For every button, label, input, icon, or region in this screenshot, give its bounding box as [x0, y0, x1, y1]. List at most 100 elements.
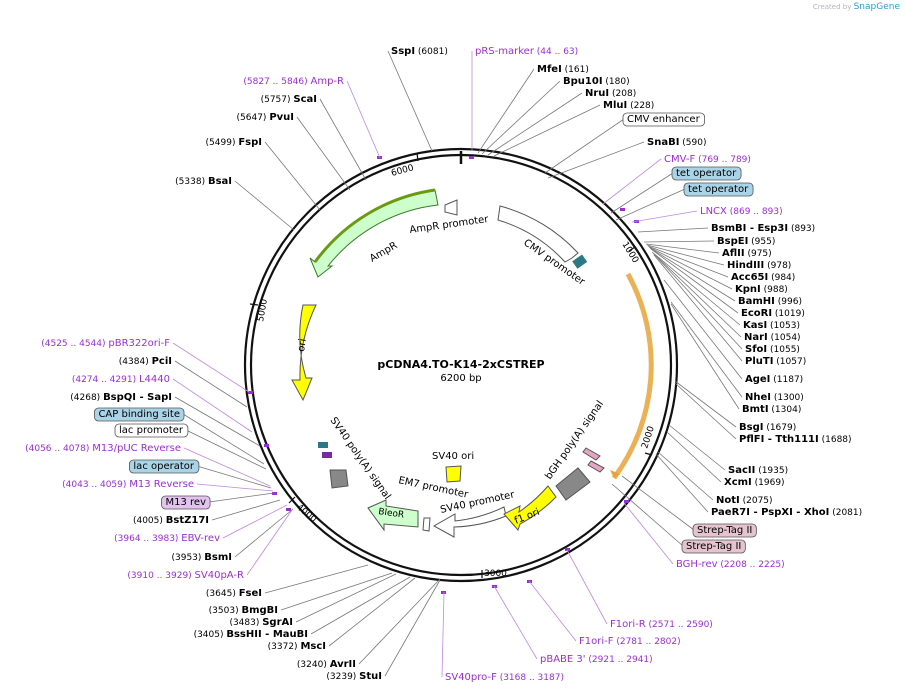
annotation-name: tet operator — [676, 168, 737, 179]
site-annotation: (4274 .. 4291) L4440 — [72, 374, 170, 385]
annotation-name: Acc65I — [731, 272, 768, 283]
leader-line — [566, 549, 608, 625]
site-annotation: PaeR7I - PspXI - XhoI (2081) — [711, 507, 862, 518]
annotation-name: BGH-rev — [676, 559, 718, 570]
ring-tick-label: 1000 — [619, 240, 640, 265]
annotation-name: StuI — [359, 671, 382, 682]
leader-line — [310, 576, 411, 635]
site-annotation: lac promoter — [114, 423, 189, 438]
leader-line — [328, 577, 416, 647]
leader-line — [650, 248, 739, 314]
ring-tick-label: 5000 — [256, 298, 270, 323]
leader-line — [296, 116, 351, 191]
leader-line — [647, 245, 729, 278]
annotation-name: NruI — [585, 88, 609, 99]
leader-line — [208, 492, 275, 503]
annotation-pos: (208) — [609, 89, 636, 99]
ring-tick-label: 3000 — [484, 569, 507, 579]
enzyme-label: SnaBI (590) — [647, 137, 706, 148]
leader-line — [477, 68, 535, 154]
site-annotation: CMV enhancer — [622, 112, 705, 127]
annotation-pos: (1969) — [752, 478, 785, 488]
primer-label: pBABE 3' (2921 .. 2941) — [540, 654, 653, 665]
enzyme-label: (3483) SgrAI — [229, 617, 293, 628]
site-annotation: BGH-rev (2208 .. 2225) — [676, 559, 785, 570]
feature-box-label: lac promoter — [119, 425, 184, 436]
enzyme-label: (4268) BspQI - SapI — [70, 392, 172, 403]
site-annotation: (4043 .. 4059) M13 Reverse — [62, 479, 194, 490]
annotation-pos: (1053) — [767, 321, 800, 331]
primer-label: (3964 .. 3983) EBV-rev — [114, 533, 220, 544]
site-annotation: (3910 .. 3929) SV40pA-R — [127, 570, 244, 581]
leader-line — [602, 158, 662, 205]
leader-line — [222, 504, 288, 539]
site-annotation: pBABE 3' (2921 .. 2941) — [540, 654, 653, 665]
enzyme-label: BmtI (1304) — [742, 404, 801, 415]
annotation-name: BssHII — [226, 629, 261, 640]
site-annotation: Strep-Tag II — [692, 523, 757, 538]
site-annotation: LNCX (869 .. 893) — [700, 206, 783, 217]
leader-line — [211, 499, 281, 521]
site-annotation: MluI (228) — [603, 100, 654, 111]
annotation-name: PciI — [152, 356, 172, 367]
annotation-pos: (1019) — [772, 309, 805, 319]
leader-line — [234, 508, 294, 558]
leader-line — [280, 572, 393, 611]
leader-line — [645, 243, 720, 254]
feature-label: AmpR promoter — [409, 214, 490, 236]
annotation-name: M13 rev — [166, 497, 207, 508]
annotation-range: (769 .. 789) — [695, 155, 751, 165]
enzyme-label: NarI (1054) — [744, 332, 801, 343]
site-annotation: KasI (1053) — [743, 320, 800, 331]
site-annotation: SfoI (1055) — [745, 344, 800, 355]
leader-line — [646, 244, 725, 266]
primer-label: LNCX (869 .. 893) — [700, 206, 783, 217]
site-annotation: SnaBI (590) — [647, 137, 706, 148]
leader-line — [653, 253, 743, 350]
feature-box-label: CMV enhancer — [627, 114, 701, 125]
site-annotation: (5499) FspI — [206, 137, 262, 148]
feature-box-label: tet operator — [688, 184, 749, 195]
site-annotation: (4005) BstZ17I — [133, 515, 209, 526]
annotation-range: (4043 .. 4059) — [62, 480, 129, 490]
enzyme-label: KpnI (988) — [735, 284, 788, 295]
annotation-name: PluTI — [745, 356, 773, 367]
annotation-pos: (988) — [761, 285, 788, 295]
annotation-name: LNCX — [700, 206, 727, 217]
feature-box — [94, 407, 185, 422]
annotation-range: (4525 .. 4544) — [41, 339, 108, 349]
leader-line — [493, 104, 601, 157]
leader-line — [666, 431, 722, 483]
leader-line — [346, 80, 381, 159]
enzyme-label: AflII (975) — [722, 248, 772, 259]
annotation-name: XcmI — [724, 477, 752, 488]
leader-line — [234, 180, 295, 231]
feature-sv40-polya: SV40 poly(A) signal — [318, 415, 393, 502]
annotation-range: (2781 .. 2802) — [613, 637, 680, 647]
enzyme-label: SspI (6081) — [391, 46, 448, 57]
site-annotation: BsmBI - Esp3I (893) — [711, 223, 815, 234]
annotation-name: SV40pro-F — [445, 672, 497, 683]
site-annotation: PluTI (1057) — [745, 356, 806, 367]
annotation-pos: (2075) — [740, 496, 773, 506]
annotation-pos: (161) — [562, 65, 589, 75]
feature-box — [161, 495, 211, 510]
leader-line — [319, 98, 367, 181]
site-annotation: (3953) BsmI — [171, 552, 232, 563]
annotation-name: BmgBI — [241, 605, 278, 616]
leader-line — [174, 360, 248, 408]
leader-line — [172, 378, 253, 433]
annotation-name: BmtI — [742, 404, 769, 415]
enzyme-label: Acc65I (984) — [731, 272, 795, 283]
annotation-pos: (996) — [775, 297, 802, 307]
leader-line — [264, 141, 321, 211]
annotation-pos: (5647) — [237, 113, 270, 123]
feature-box-label: M13 rev — [166, 497, 207, 508]
leader-line — [615, 188, 686, 221]
enzyme-label: HindIII (978) — [727, 260, 791, 271]
site-annotation: HindIII (978) — [727, 260, 791, 271]
enzyme-label: EcoRI (1019) — [741, 308, 805, 319]
primer-label: (4525 .. 4544) pBR322ori-F — [41, 338, 170, 349]
site-annotation: BsgI (1679) — [739, 422, 796, 433]
leader-line — [264, 564, 369, 594]
